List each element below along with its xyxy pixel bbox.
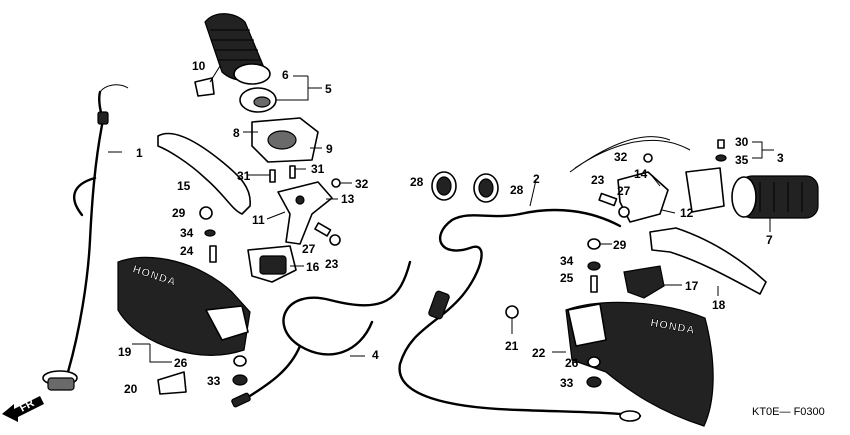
callout-31b: 31 xyxy=(311,162,325,176)
callout-27b: 27 xyxy=(617,184,631,198)
callout-8: 8 xyxy=(233,126,240,140)
callout-11: 11 xyxy=(252,213,265,227)
callout-26b: 26 xyxy=(565,356,579,370)
callout-24: 24 xyxy=(180,244,194,258)
callout-35: 35 xyxy=(735,153,749,167)
callout-4: 4 xyxy=(372,348,379,362)
callout-34b: 34 xyxy=(560,254,574,268)
callout-3: 3 xyxy=(777,151,784,165)
callout-18: 18 xyxy=(712,298,726,312)
callout-29b: 29 xyxy=(613,238,627,252)
callout-9: 9 xyxy=(326,142,333,156)
callout-26a: 26 xyxy=(174,356,188,370)
left-lever xyxy=(157,132,251,215)
guard-clamp-left xyxy=(157,371,187,395)
switch-boot-right xyxy=(623,265,665,299)
callout-1: 1 xyxy=(136,146,143,160)
callout-32a: 32 xyxy=(355,177,369,191)
callout-20: 20 xyxy=(124,382,138,396)
callout-23a: 23 xyxy=(325,257,339,271)
callout-numbers: 1 2 3 4 5 6 7 8 9 10 11 12 13 14 15 16 1… xyxy=(118,59,784,396)
callout-28b: 28 xyxy=(510,183,524,197)
callout-12: 12 xyxy=(680,206,694,220)
left-handguard: HONDA xyxy=(117,256,251,356)
right-lever-cable xyxy=(398,208,642,422)
callout-6: 6 xyxy=(282,68,289,82)
callout-33b: 33 xyxy=(560,376,574,390)
callout-16: 16 xyxy=(306,260,320,274)
callout-23b: 23 xyxy=(591,173,605,187)
callout-13: 13 xyxy=(341,192,355,206)
callout-5: 5 xyxy=(325,82,332,96)
callout-28a: 28 xyxy=(410,175,424,189)
callout-19: 19 xyxy=(118,345,132,359)
switch-boot xyxy=(247,245,297,283)
callout-21: 21 xyxy=(505,339,519,353)
callout-30: 30 xyxy=(735,135,749,149)
right-lever xyxy=(649,227,767,295)
callout-10: 10 xyxy=(192,59,206,73)
callout-17: 17 xyxy=(685,279,699,293)
cable-clamps xyxy=(431,171,499,203)
right-handguard: HONDA xyxy=(565,301,714,427)
callout-33a: 33 xyxy=(207,374,221,388)
callout-25: 25 xyxy=(560,271,574,285)
throttle-cable xyxy=(42,84,129,391)
hardware xyxy=(199,139,727,388)
callout-31a: 31 xyxy=(237,169,251,183)
callout-29a: 29 xyxy=(172,206,186,220)
leader-lines xyxy=(108,65,774,363)
diagram-code: KT0E— F0300 xyxy=(752,406,825,418)
callout-15: 15 xyxy=(177,179,191,193)
left-grip-assembly xyxy=(194,13,319,163)
right-grip xyxy=(731,175,819,219)
callout-32b: 32 xyxy=(614,150,628,164)
callout-2: 2 xyxy=(533,172,540,186)
callout-14: 14 xyxy=(634,167,648,181)
lever-bracket xyxy=(277,181,333,245)
front-direction-arrow: FR xyxy=(2,396,44,422)
callout-27a: 27 xyxy=(302,242,316,256)
callout-22: 22 xyxy=(532,346,546,360)
callout-34a: 34 xyxy=(180,226,194,240)
left-lever-cable xyxy=(231,260,412,408)
callout-7: 7 xyxy=(766,233,773,247)
right-switch-housing xyxy=(569,136,725,223)
